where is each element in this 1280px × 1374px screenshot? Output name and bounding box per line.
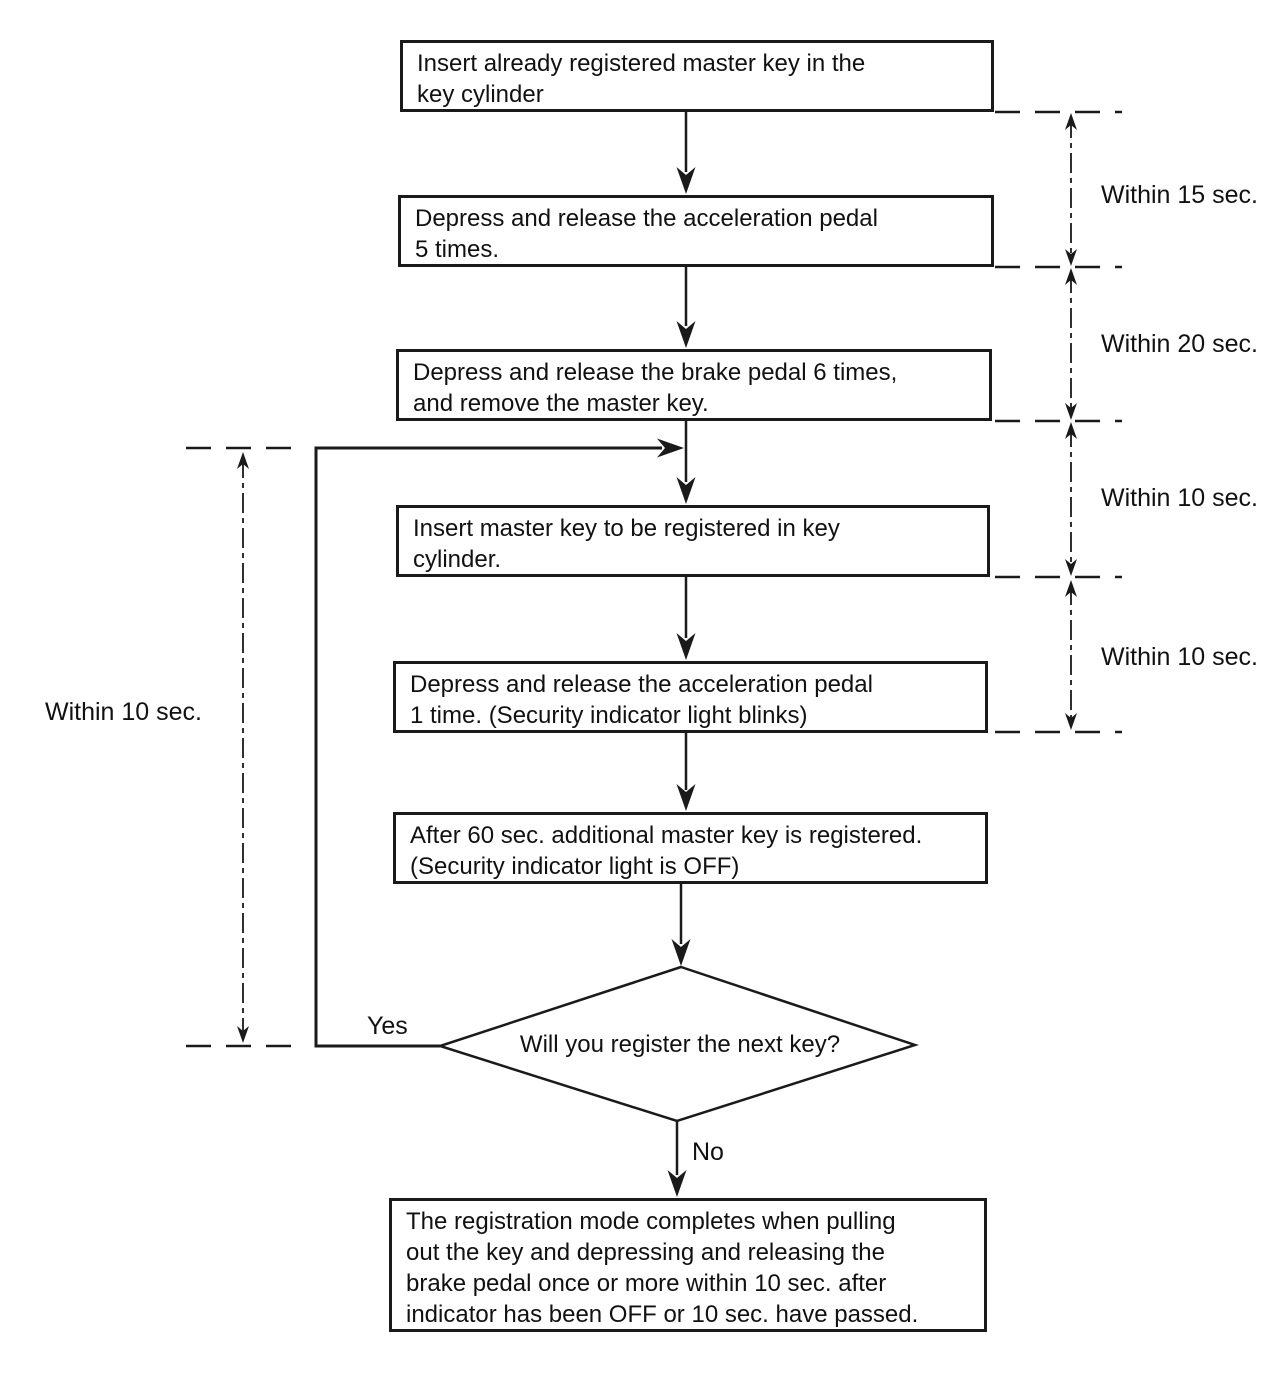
arrow-down-icon	[676, 784, 696, 811]
arrow-down-icon	[1065, 403, 1077, 420]
box-text-line: Depress and release the acceleration ped…	[410, 671, 873, 698]
process-box-key-registered-after-60-sec: After 60 sec. additional master key is r…	[393, 812, 988, 884]
arrow-down-icon	[671, 939, 691, 966]
arrow-down-icon	[237, 1026, 249, 1043]
no-label: No	[692, 1138, 724, 1166]
process-box-registration-mode-completes: The registration mode completes when pul…	[389, 1198, 987, 1332]
process-box-acceleration-pedal-5-times: Depress and release the acceleration ped…	[398, 195, 994, 267]
timing-label-within-15-sec: Within 15 sec.	[1101, 181, 1259, 209]
arrow-down-icon	[676, 321, 696, 348]
arrow-up-icon	[1065, 268, 1077, 285]
arrow-down-icon	[1065, 713, 1077, 730]
arrow-up-icon	[1065, 422, 1077, 439]
box-text-line: out the key and depressing and releasing…	[406, 1239, 886, 1266]
timing-label-within-20-sec: Within 20 sec.	[1101, 330, 1259, 358]
timing-bracket-left	[237, 452, 249, 1043]
arrow-down-icon	[1065, 249, 1077, 266]
process-box-acceleration-pedal-1-time: Depress and release the acceleration ped…	[393, 661, 988, 733]
timing-label-within-10-sec-left: Within 10 sec.	[45, 698, 203, 726]
arrow-up-icon	[237, 452, 249, 469]
process-box-insert-key-to-register: Insert master key to be registered in ke…	[396, 505, 990, 577]
reference-dashed-lines-right	[995, 110, 1122, 734]
box-text-line: cylinder.	[413, 546, 502, 573]
timing-label-within-10-sec-1: Within 10 sec.	[1101, 484, 1259, 512]
decision-diamond-label: Will you register the next key?	[519, 1031, 841, 1058]
box-text-line: Insert already registered master key in …	[417, 50, 866, 77]
box-text-line: key cylinder	[417, 81, 544, 108]
process-box-brake-pedal-6-times: Depress and release the brake pedal 6 ti…	[396, 349, 992, 421]
arrow-down-icon	[667, 1170, 687, 1197]
arrow-down-icon	[676, 167, 696, 194]
box-text-line: Insert master key to be registered in ke…	[413, 515, 840, 542]
box-text-line: 5 times.	[415, 236, 500, 263]
flow-connectors	[667, 112, 696, 1197]
decision-diamond-shape	[435, 965, 920, 1123]
yes-label: Yes	[367, 1012, 408, 1040]
box-text-line: (Security indicator light is OFF)	[410, 853, 740, 880]
box-text-line: 1 time. (Security indicator light blinks…	[410, 702, 808, 729]
box-text-line: and remove the master key.	[413, 390, 709, 417]
reference-dashed-lines-left	[186, 446, 306, 1048]
timing-label-within-10-sec-2: Within 10 sec.	[1101, 643, 1259, 671]
arrow-down-icon	[676, 477, 696, 504]
process-box-insert-registered-master-key: Insert already registered master key in …	[400, 40, 994, 112]
box-text-line: After 60 sec. additional master key is r…	[410, 822, 923, 849]
arrow-up-icon	[1065, 113, 1077, 130]
box-text-line: The registration mode completes when pul…	[406, 1208, 896, 1235]
box-text-line: brake pedal once or more within 10 sec. …	[406, 1270, 887, 1297]
arrow-right-icon	[657, 438, 684, 458]
box-text-line: Depress and release the brake pedal 6 ti…	[413, 359, 898, 386]
box-text-line: indicator has been OFF or 10 sec. have p…	[406, 1301, 919, 1328]
arrow-up-icon	[1065, 580, 1077, 597]
arrow-down-icon	[676, 633, 696, 660]
arrow-down-icon	[1065, 559, 1077, 576]
box-text-line: Depress and release the acceleration ped…	[415, 205, 878, 232]
yes-branch-line	[314, 438, 684, 1048]
timing-bracket-right	[1065, 113, 1077, 730]
